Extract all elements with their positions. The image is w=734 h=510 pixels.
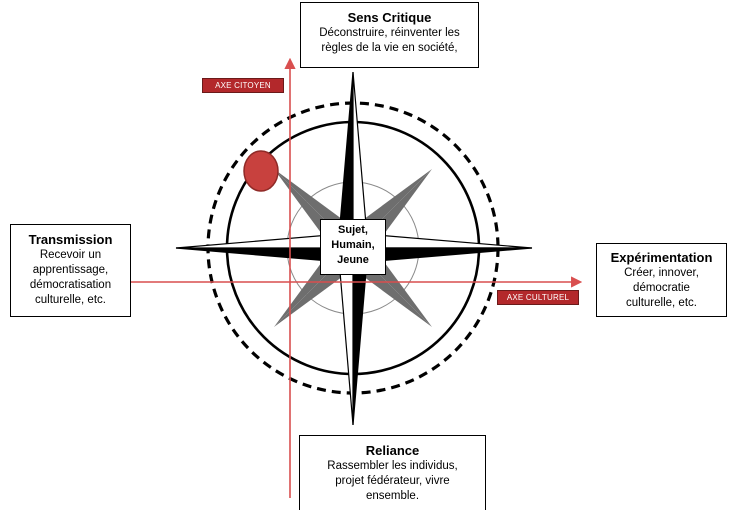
center-label: Sujet, Humain, Jeune	[320, 219, 386, 275]
south-title: Reliance	[365, 443, 420, 458]
citizen-axis-tag: AXE CITOYEN	[202, 78, 284, 93]
west-description: Recevoir un apprentissage, démocratisati…	[29, 249, 112, 306]
position-marker	[243, 150, 279, 192]
north-title: Sens Critique	[347, 10, 432, 25]
east-description: Créer, innover, démocratie culturelle, e…	[624, 267, 699, 309]
cultural-axis-tag: AXE CULTUREL	[497, 290, 579, 305]
north-box-sens-critique: Sens Critique Déconstruire, réinventer l…	[300, 2, 479, 68]
south-description: Rassembler les individus, projet fédérat…	[327, 460, 458, 502]
east-title: Expérimentation	[610, 250, 713, 265]
west-box-transmission: Transmission Recevoir un apprentissage, …	[10, 224, 131, 317]
west-title: Transmission	[28, 232, 113, 247]
north-description: Déconstruire, réinventer les règles de l…	[319, 27, 460, 54]
east-box-experimentation: Expérimentation Créer, innover, démocrat…	[596, 243, 727, 317]
south-box-reliance: Reliance Rassembler les individus, proje…	[299, 435, 486, 510]
